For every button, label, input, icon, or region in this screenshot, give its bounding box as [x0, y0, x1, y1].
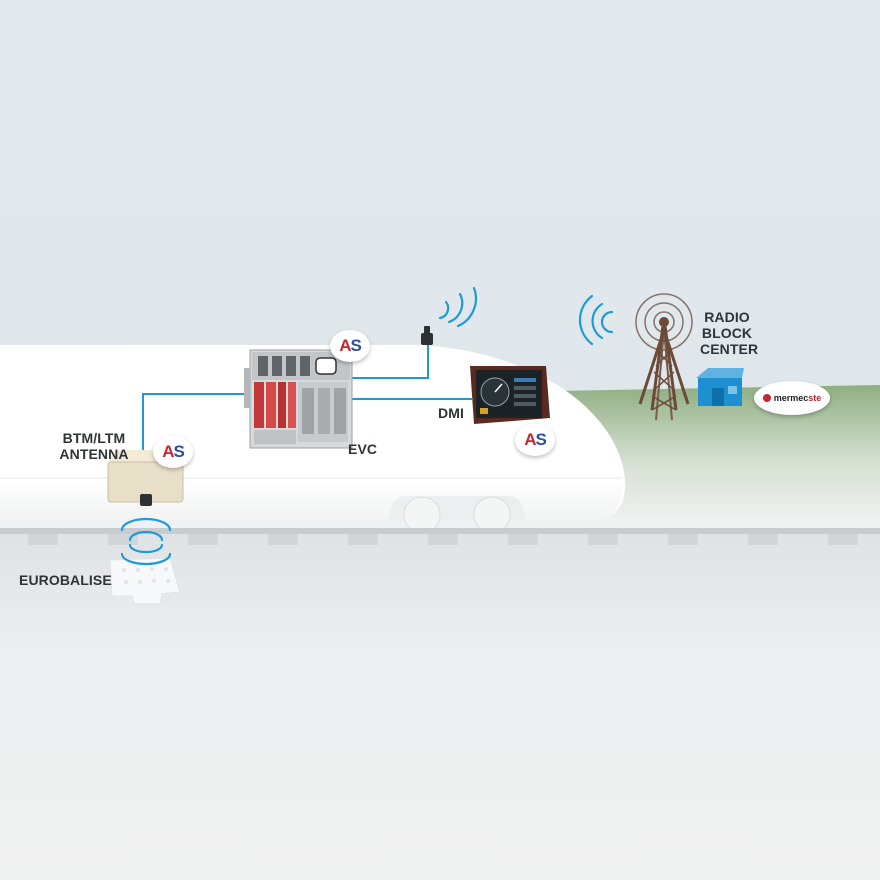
as-badge-s: S: [350, 336, 361, 355]
as-badge-a: A: [339, 336, 351, 355]
mermec-ste-logo: mermecste: [754, 381, 830, 415]
rbc-label-line1: RADIO: [704, 309, 750, 325]
signal-waves-icon: [438, 286, 477, 328]
as-badge-a: A: [162, 442, 174, 461]
evc-rack-icon: [244, 349, 353, 449]
dmi-label: DMI: [438, 405, 464, 421]
radio-block-center-label: RADIO BLOCK CENTER: [700, 309, 759, 357]
evc-label: EVC: [348, 441, 378, 457]
logo-text-part1: mermec: [773, 393, 809, 403]
rbc-label-line2: BLOCK: [701, 325, 753, 341]
radio-tower-icon: [638, 317, 690, 421]
as-badge-dmi: AS: [515, 424, 555, 456]
tower-rings-icon: [635, 293, 693, 351]
dmi-display-icon: [470, 366, 550, 424]
balise-signal-icon: [120, 517, 172, 566]
as-badge-s: S: [173, 442, 184, 461]
as-badge-btm: AS: [153, 436, 193, 468]
eurobalise-label: EUROBALISE: [19, 572, 112, 588]
rbc-label-line3: CENTER: [700, 341, 759, 357]
as-badge-s: S: [535, 430, 546, 449]
btm-label-line1: BTM/LTM: [62, 430, 126, 446]
logo-mark-icon: [762, 394, 771, 402]
as-badge-a: A: [524, 430, 536, 449]
rbc-signal-waves-icon: [578, 294, 614, 346]
sky: [0, 0, 880, 400]
as-badge-evc: AS: [330, 330, 370, 362]
logo-text: mermecste: [774, 393, 822, 403]
track: [0, 528, 880, 545]
logo-text-part2: ste: [808, 393, 822, 403]
data-wires: [142, 345, 472, 450]
btm-ltm-antenna-label: BTM/LTM ANTENNA: [34, 430, 154, 462]
building-icon: [696, 368, 744, 406]
antenna-icon: [421, 326, 433, 345]
eurobalise-icon: [109, 557, 181, 605]
btm-label-line2: ANTENNA: [59, 446, 129, 462]
btm-antenna-box-icon: [107, 450, 184, 506]
